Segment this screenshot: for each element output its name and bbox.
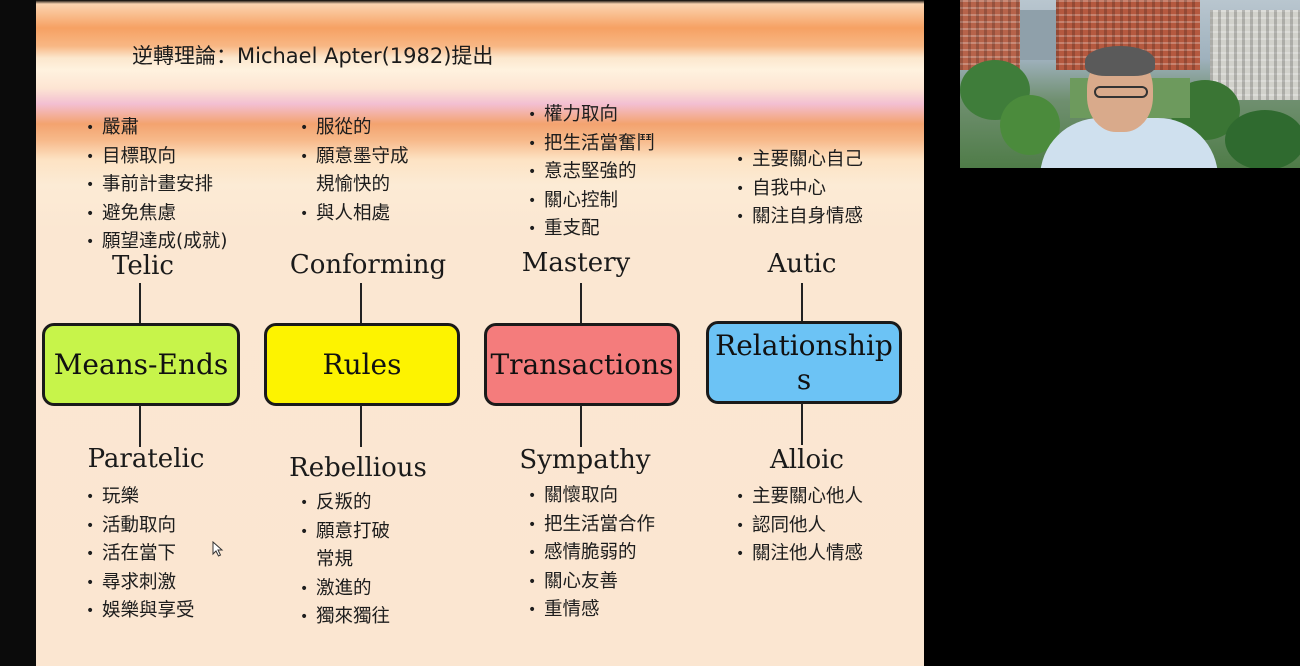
list-item: 避免焦慮 — [86, 200, 227, 229]
rules-box: Rules — [264, 323, 460, 406]
list-item: 激進的 — [300, 575, 390, 604]
mastery-trait-list: 權力取向 把生活當奮鬥 意志堅強的 關心控制 重支配 — [528, 101, 655, 244]
list-item: 嚴肅 — [86, 114, 227, 143]
connector-line — [360, 405, 362, 447]
rebellious-trait-list: 反叛的 願意打破 常規 激進的 獨來獨往 — [300, 489, 390, 632]
telic-label: Telic — [112, 251, 174, 281]
connector-line — [139, 405, 141, 447]
list-item: 自我中心 — [736, 175, 863, 204]
alloic-trait-list: 主要關心他人 認同他人 關注他人情感 — [736, 483, 863, 569]
list-item: 把生活當奮鬥 — [528, 130, 655, 159]
webcam-panel — [960, 0, 1300, 666]
list-item: 關心控制 — [528, 187, 655, 216]
list-item: 重支配 — [528, 215, 655, 244]
list-item: 關注他人情感 — [736, 540, 863, 569]
transactions-box: Transactions — [484, 323, 680, 406]
list-item: 願意墨守成 — [300, 143, 409, 172]
list-item: 活動取向 — [86, 512, 195, 541]
connector-line — [801, 283, 803, 325]
relationships-box: Relationship s — [706, 321, 902, 404]
list-item: 主要關心自己 — [736, 146, 863, 175]
list-item: 服從的 — [300, 114, 409, 143]
list-item: 獨來獨往 — [300, 603, 390, 632]
sympathy-label: Sympathy — [519, 445, 651, 475]
list-item: 重情感 — [528, 596, 655, 625]
list-item: 玩樂 — [86, 483, 195, 512]
slide-title: 逆轉理論：Michael Apter(1982)提出 — [132, 44, 494, 68]
connector-line — [801, 403, 803, 445]
mastery-label: Mastery — [521, 248, 631, 278]
list-item: 認同他人 — [736, 512, 863, 541]
list-item: 娛樂與享受 — [86, 597, 195, 626]
mouse-cursor-icon — [212, 541, 224, 557]
list-item: 意志堅強的 — [528, 158, 655, 187]
list-item: 感情脆弱的 — [528, 539, 655, 568]
paratelic-label: Paratelic — [87, 444, 205, 474]
paratelic-trait-list: 玩樂 活動取向 活在當下 尋求刺激 娛樂與享受 — [86, 483, 195, 626]
list-item: 關注自身情感 — [736, 203, 863, 232]
presentation-slide: 逆轉理論：Michael Apter(1982)提出 嚴肅 目標取向 事前計畫安… — [36, 0, 924, 666]
list-item: 與人相處 — [300, 200, 409, 229]
connector-line — [580, 283, 582, 325]
list-item: 把生活當合作 — [528, 511, 655, 540]
list-item: 主要關心他人 — [736, 483, 863, 512]
list-item: 事前計畫安排 — [86, 171, 227, 200]
list-item: 權力取向 — [528, 101, 655, 130]
presenter-video-icon — [960, 0, 1300, 168]
connector-line — [139, 283, 141, 325]
list-item: 願望達成(成就) — [86, 228, 227, 257]
list-item: 反叛的 — [300, 489, 390, 518]
conforming-label: Conforming — [289, 250, 447, 280]
list-item: 尋求刺激 — [86, 569, 195, 598]
rebellious-label: Rebellious — [289, 453, 427, 483]
telic-trait-list: 嚴肅 目標取向 事前計畫安排 避免焦慮 願望達成(成就) — [86, 114, 227, 257]
connector-line — [580, 405, 582, 447]
conforming-trait-list: 服從的 願意墨守成 規愉快的 與人相處 — [300, 114, 409, 228]
left-black-strip — [0, 0, 36, 666]
connector-line — [360, 283, 362, 325]
autic-label: Autic — [767, 249, 837, 279]
list-item: 目標取向 — [86, 143, 227, 172]
divider-black-strip — [924, 0, 960, 666]
list-item: 關懷取向 — [528, 482, 655, 511]
list-item: 願意打破 — [300, 518, 390, 547]
list-item: 規愉快的 — [316, 174, 391, 195]
list-item: 關心友善 — [528, 568, 655, 597]
sympathy-trait-list: 關懷取向 把生活當合作 感情脆弱的 關心友善 重情感 — [528, 482, 655, 625]
autic-trait-list: 主要關心自己 自我中心 關注自身情感 — [736, 146, 863, 232]
means-ends-box: Means-Ends — [42, 323, 240, 406]
list-item: 活在當下 — [86, 540, 195, 569]
alloic-label: Alloic — [770, 445, 844, 475]
list-item: 常規 — [316, 549, 354, 570]
